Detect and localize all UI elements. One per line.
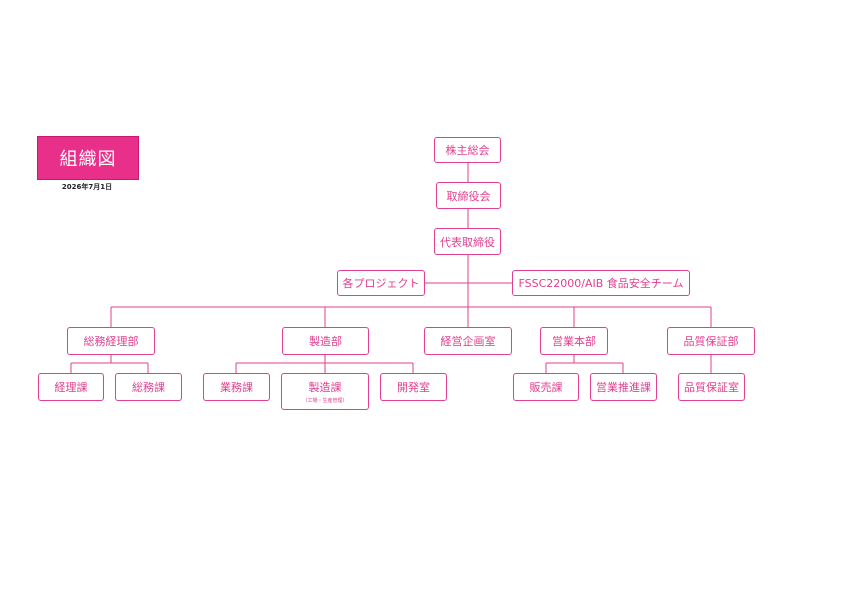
node-qa-dept: 品質保証部 xyxy=(667,327,755,355)
node-development-office-label: 開発室 xyxy=(397,381,430,394)
node-general-sec: 総務課 xyxy=(115,373,182,401)
node-sales-sec-label: 販売課 xyxy=(529,381,563,394)
node-board: 取締役会 xyxy=(436,182,501,209)
node-ceo-label: 代表取締役 xyxy=(440,235,495,249)
node-projects-label: 各プロジェクト xyxy=(342,277,420,290)
node-qa-office: 品質保証室 xyxy=(678,373,745,401)
node-manufacturing-sec-label: 製造課 xyxy=(308,381,342,394)
node-accounting-sec-label: 経理課 xyxy=(54,381,88,394)
node-planning-office-label: 経営企画室 xyxy=(440,335,496,348)
node-qa-dept-label: 品質保証部 xyxy=(683,335,739,348)
node-planning-office: 経営企画室 xyxy=(424,327,512,355)
node-manufacturing-dept: 製造部 xyxy=(282,327,369,355)
node-ceo: 代表取締役 xyxy=(434,228,501,255)
node-general-affairs-dept: 総務経理部 xyxy=(67,327,155,355)
node-board-label: 取締役会 xyxy=(446,189,491,203)
node-business-sec-label: 業務課 xyxy=(220,381,253,394)
node-manufacturing-sec-note: （工場・生産管理） xyxy=(302,398,348,404)
node-fssc-team: FSSC22000/AIB 食品安全チーム xyxy=(512,270,690,296)
node-sales-sec: 販売課 xyxy=(513,373,579,401)
node-accounting-sec: 経理課 xyxy=(38,373,104,401)
chart-date: 2026年7月1日 xyxy=(61,183,113,191)
node-manufacturing-sec: 製造課 （工場・生産管理） xyxy=(281,373,369,410)
node-sales-promo-sec-label: 営業推進課 xyxy=(596,381,651,394)
node-projects: 各プロジェクト xyxy=(337,270,425,296)
node-shareholders-label: 株主総会 xyxy=(445,144,490,157)
node-sales-hq: 営業本部 xyxy=(540,327,608,355)
node-sales-hq-label: 営業本部 xyxy=(552,335,596,348)
node-fssc-team-label: FSSC22000/AIB 食品安全チーム xyxy=(518,277,684,290)
node-qa-office-label: 品質保証室 xyxy=(684,381,739,394)
node-business-sec: 業務課 xyxy=(203,373,270,401)
node-general-sec-label: 総務課 xyxy=(132,381,165,394)
node-sales-promo-sec: 営業推進課 xyxy=(590,373,657,401)
node-shareholders: 株主総会 xyxy=(434,137,501,163)
node-general-affairs-dept-label: 総務経理部 xyxy=(83,335,139,348)
node-manufacturing-dept-label: 製造部 xyxy=(309,335,342,348)
chart-title: 組織図 xyxy=(37,136,139,180)
node-development-office: 開発室 xyxy=(380,373,447,401)
